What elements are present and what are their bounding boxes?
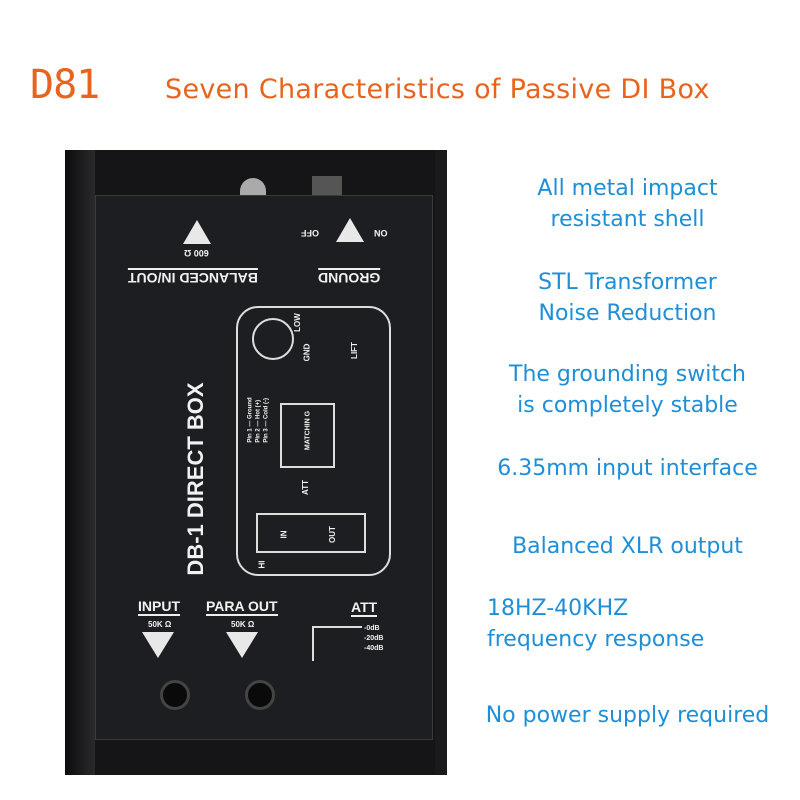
input-label: INPUT xyxy=(138,598,180,616)
balanced-impedance: 600 Ω xyxy=(184,248,209,258)
para-out-label: PARA OUT xyxy=(206,598,278,616)
input-arrow-icon xyxy=(142,632,174,658)
left-flange xyxy=(65,150,95,775)
page-title: Seven Characteristics of Passive DI Box xyxy=(165,74,710,105)
front-panel: 600 Ω BALANCED IN/OUT OFF ON GROUND DB-1… xyxy=(95,195,433,740)
feature-1-line-2: resistant shell xyxy=(550,207,705,232)
matching-transformer: MATCHIN G xyxy=(280,403,335,468)
ground-switch-housing xyxy=(312,176,342,196)
balanced-label: BALANCED IN/OUT xyxy=(128,268,258,286)
att-schematic-label: ATT xyxy=(300,480,310,495)
ground-switch-arrow-icon[interactable] xyxy=(336,218,364,242)
feature-6-line-2: frequency response xyxy=(487,627,705,652)
lift-label: LIFT xyxy=(349,342,359,359)
feature-5: Balanced XLR output xyxy=(512,534,743,559)
att-label: ATT xyxy=(351,599,378,617)
low-label: LOW xyxy=(292,313,302,332)
feature-4: 6.35mm input interface xyxy=(497,456,758,481)
hi-label: HI xyxy=(257,560,267,569)
io-path xyxy=(256,513,366,553)
model-name: D81 xyxy=(30,62,100,108)
out-label: OUT xyxy=(327,526,337,543)
feature-6-line-1: 18HZ-40KHZ xyxy=(487,596,629,621)
para-out-impedance: 50K Ω xyxy=(231,620,255,629)
para-out-jack[interactable] xyxy=(245,680,275,710)
ground-on-label: ON xyxy=(374,228,388,238)
ground-off-label: OFF xyxy=(301,228,319,238)
att-selector-arrows-icon xyxy=(312,626,362,661)
right-flange xyxy=(435,150,447,775)
brand-label: DB-1 DIRECT BOX xyxy=(183,382,208,576)
feature-3-line-2: is completely stable xyxy=(517,393,738,418)
in-label: IN xyxy=(279,530,289,539)
input-impedance: 50K Ω xyxy=(148,620,172,629)
input-jack[interactable] xyxy=(160,680,190,710)
matching-label: MATCHIN G xyxy=(304,410,312,451)
ground-label: GROUND xyxy=(318,268,381,286)
feature-2-line-2: Noise Reduction xyxy=(538,301,717,326)
feature-3-line-1: The grounding switch xyxy=(509,362,746,387)
xlr-pin-icon xyxy=(252,318,294,360)
para-out-arrow-icon xyxy=(226,632,258,658)
gnd-label: GND xyxy=(302,343,312,362)
feature-7: No power supply required xyxy=(485,703,770,728)
feature-1-line-1: All metal impact xyxy=(537,176,718,201)
xlr-connector xyxy=(240,178,266,196)
feature-2-line-1: STL Transformer xyxy=(538,270,717,295)
balanced-arrow-icon xyxy=(183,220,211,244)
att-levels[interactable]: -0dB-20dB-40dB xyxy=(364,625,384,652)
